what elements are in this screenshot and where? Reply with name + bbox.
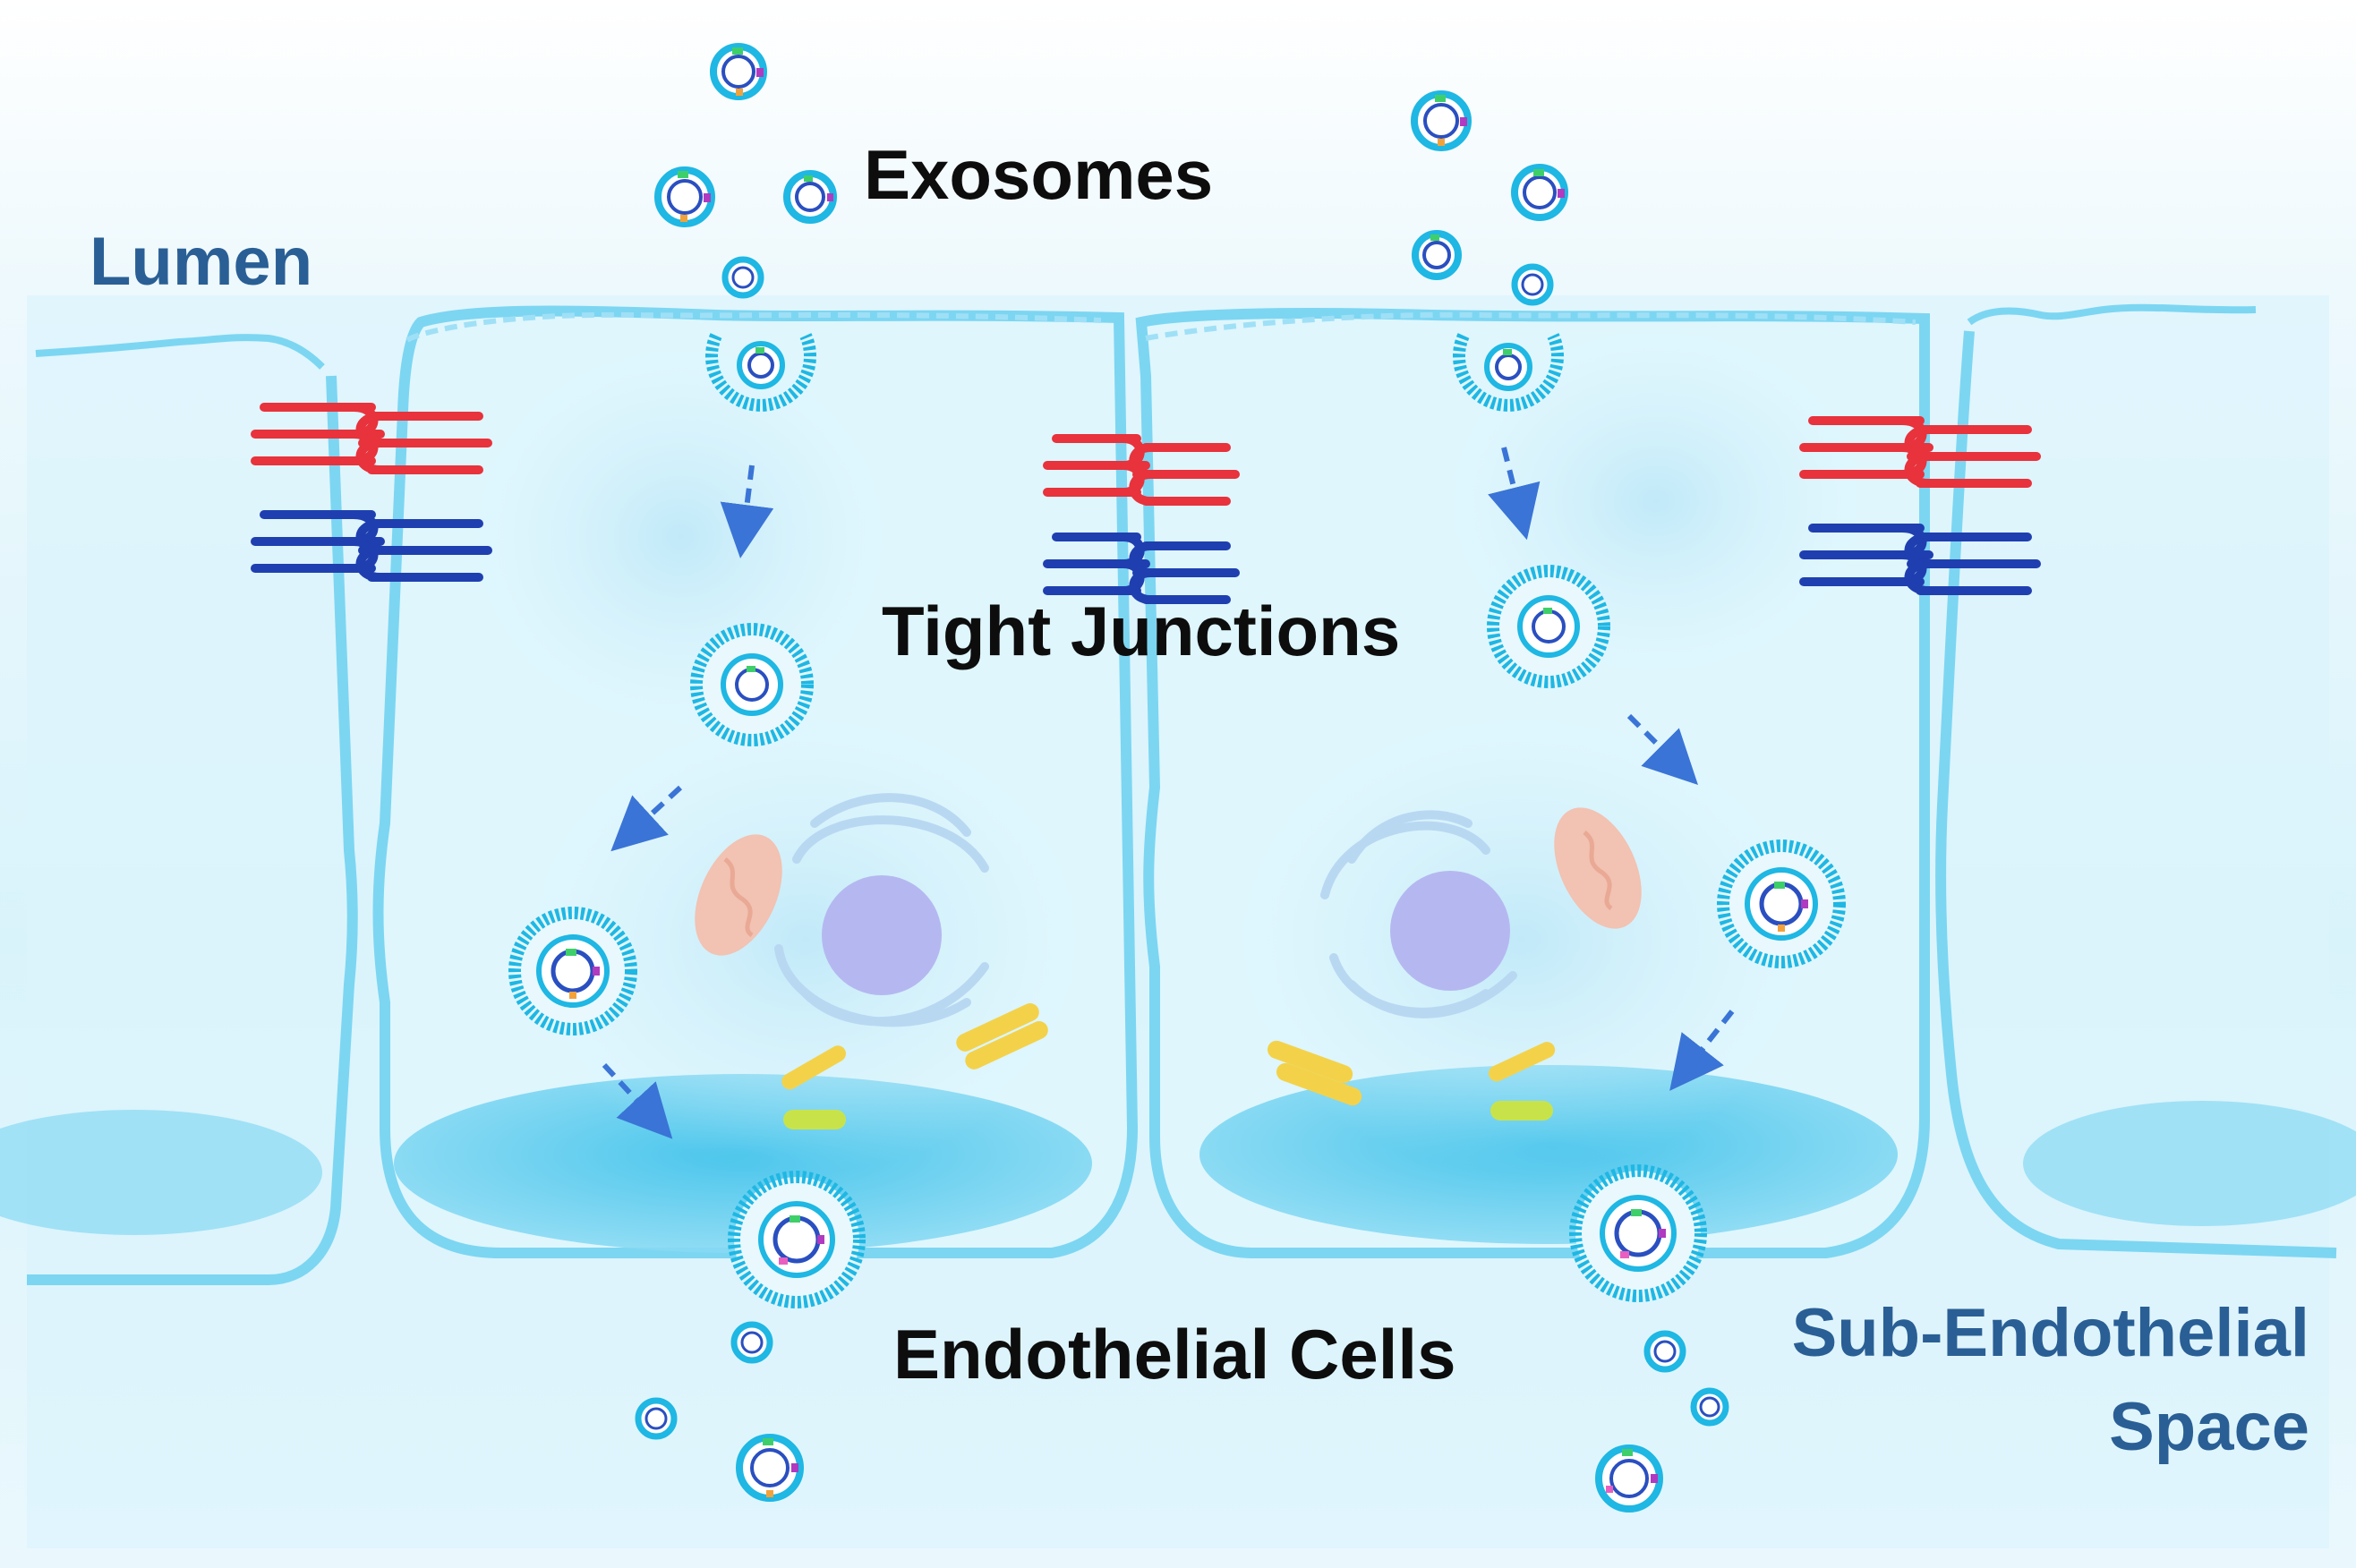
transport-arrow-icon: [1626, 713, 1698, 785]
label-tight-junctions: Tight Junctions: [882, 592, 1400, 670]
exosome-icon: [721, 256, 764, 299]
exosome-icon: [635, 1397, 678, 1440]
label-exosomes: Exosomes: [864, 135, 1213, 214]
transport-arrow-icon: [720, 464, 774, 558]
lumen-surface-left: [35, 334, 325, 370]
transport-arrow-icon: [1488, 447, 1541, 541]
nucleus-icon: [822, 875, 942, 995]
organelles-cell-2: [1267, 807, 1642, 1121]
exosome-icon: [705, 333, 816, 412]
nucleus-icon: [1390, 871, 1510, 991]
golgi-icon: [774, 793, 989, 1027]
exosome-icon: [783, 170, 837, 224]
label-lumen: Lumen: [90, 224, 312, 300]
exosome-icon: [654, 166, 715, 227]
exosome-icon: [1411, 90, 1472, 151]
exosome-icon: [1487, 565, 1610, 688]
exosome-icon: [1643, 1330, 1686, 1373]
exosome-icon: [690, 623, 814, 746]
tight-junction-icon: [1799, 416, 2041, 595]
er-icon: [781, 1003, 1048, 1090]
exosome-icon: [1690, 1387, 1729, 1427]
exosome-icon: [736, 1434, 804, 1502]
transport-arrow-icon: [610, 785, 683, 852]
endothelial-cell-1: [372, 305, 1139, 1258]
label-sub-endothelial-line2: Space: [2109, 1389, 2309, 1465]
label-endothelial-cells: Endothelial Cells: [893, 1315, 1455, 1393]
transport-arrow-icon: [1669, 1010, 1735, 1091]
lumen-surface-right: [1967, 303, 2257, 326]
exosomes: [508, 43, 1846, 1513]
exosome-icon: [1595, 1444, 1663, 1513]
exosome-icon: [1569, 1164, 1707, 1302]
endothelial-cell-right-partial: [1935, 330, 2356, 1258]
transport-arrows: [602, 447, 1735, 1139]
exosome-icon: [1511, 263, 1554, 306]
exosome-icon: [728, 1171, 866, 1308]
exosome-icon: [710, 43, 767, 100]
exosome-icon: [1511, 164, 1568, 221]
golgi-icon: [1320, 810, 1517, 1018]
exosome-icon: [1412, 230, 1462, 280]
exosome-icon: [508, 907, 637, 1035]
transport-arrow-icon: [602, 1062, 673, 1139]
exosome-icon: [730, 1321, 773, 1364]
label-sub-endothelial-line1: Sub-Endothelial: [1792, 1295, 2309, 1371]
er-icon: [1267, 1040, 1556, 1106]
endothelial-cell-left-partial: [0, 375, 358, 1285]
exosome-icon: [1453, 333, 1564, 412]
organelles-cell-1: [695, 793, 1048, 1129]
tight-junction-icon: [1043, 434, 1240, 604]
tight-junction-icon: [251, 403, 492, 582]
exosome-icon: [1717, 839, 1846, 968]
